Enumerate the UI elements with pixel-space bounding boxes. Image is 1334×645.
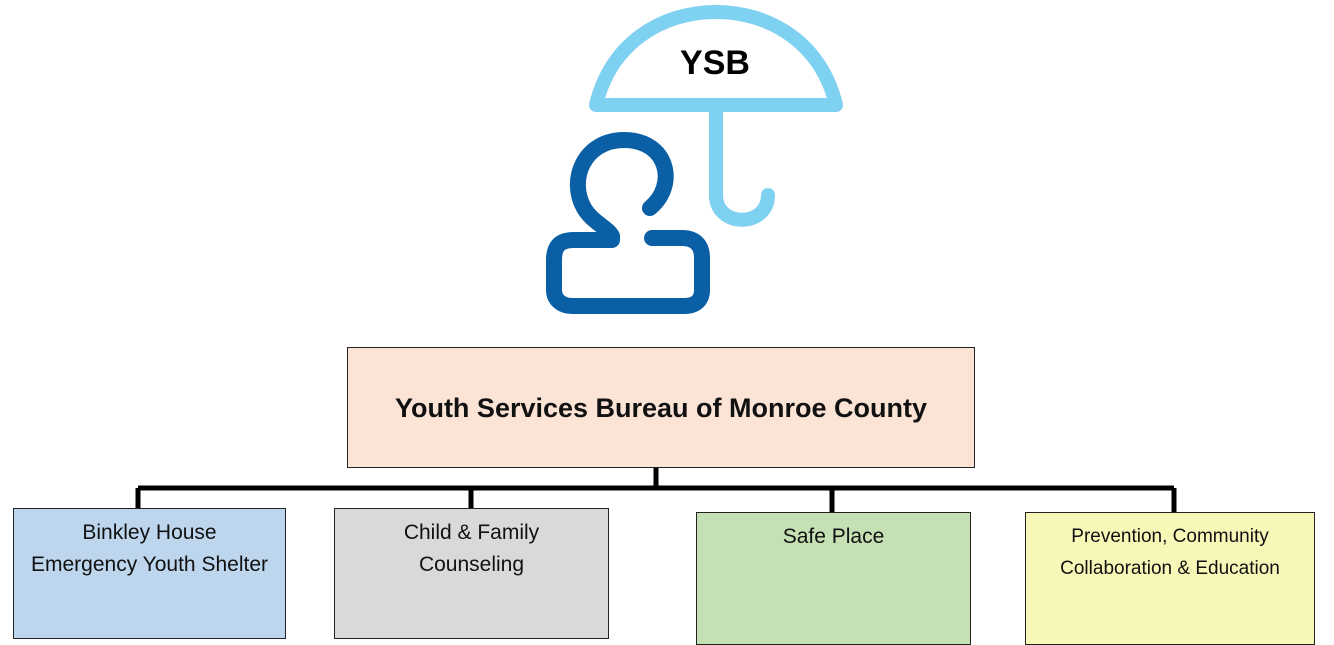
logo-text: YSB xyxy=(680,44,750,82)
child-node-safe-place: Safe Place xyxy=(696,512,971,645)
child-label: Prevention, Community Collaboration & Ed… xyxy=(1060,526,1280,579)
child-node-binkley-house: Binkley House Emergency Youth Shelter xyxy=(13,508,286,639)
child-label: Child & Family Counseling xyxy=(403,521,540,576)
child-node-prevention: Prevention, Community Collaboration & Ed… xyxy=(1025,512,1315,645)
root-label: Youth Services Bureau of Monroe County xyxy=(394,392,928,423)
child-label: Binkley House Emergency Youth Shelter xyxy=(31,521,268,576)
root-node: Youth Services Bureau of Monroe County xyxy=(347,347,975,468)
child-label: Safe Place xyxy=(782,525,885,548)
ysb-logo-icon xyxy=(546,5,843,314)
umbrella-icon xyxy=(589,5,843,227)
child-node-counseling: Child & Family Counseling xyxy=(334,508,609,639)
person-icon xyxy=(546,132,710,314)
